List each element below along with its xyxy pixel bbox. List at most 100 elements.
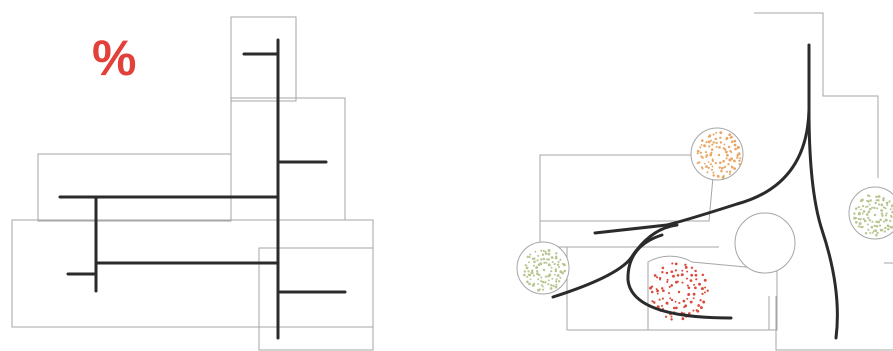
tree-dot: [698, 283, 701, 286]
tree-dot: [719, 131, 722, 134]
tree-dot: [662, 298, 664, 300]
tree-dot: [855, 217, 857, 219]
tree-dot: [557, 274, 560, 277]
tree-dot: [526, 280, 529, 283]
tree-dot: [557, 264, 559, 266]
tree-dot: [542, 289, 544, 291]
tree-dot: [540, 277, 542, 279]
building-outlines: [540, 13, 893, 350]
tree-dot: [863, 210, 866, 213]
tree-dot: [853, 212, 855, 214]
tree-dot: [526, 276, 528, 278]
tree-dot: [681, 270, 683, 272]
tree-dot: [675, 301, 677, 303]
tree-dot: [874, 202, 876, 204]
tree-dot: [884, 207, 886, 209]
tree-dot: [694, 270, 696, 272]
tree-dot: [563, 270, 566, 273]
tree-dot: [697, 150, 700, 153]
tree-dot: [662, 289, 665, 292]
curved-layout-diagram: [447, 0, 893, 351]
tree-dot: [675, 263, 678, 266]
tree-dot: [704, 287, 706, 289]
tree-dot: [688, 287, 691, 290]
tree-dot: [712, 158, 714, 160]
tree-dot: [871, 207, 873, 209]
tree-dot: [860, 209, 862, 211]
tree-dot: [708, 140, 711, 143]
tree-dot: [885, 219, 888, 222]
grid-layout-diagram: %: [0, 0, 446, 351]
tree-dot: [867, 229, 869, 231]
tree-dot: [670, 270, 673, 273]
tree-dot: [708, 145, 710, 147]
tree-dot: [678, 302, 680, 304]
tree-dot: [717, 175, 720, 178]
tree-center-dot: [678, 291, 680, 293]
tree-dot: [715, 162, 717, 164]
tree-dot: [883, 221, 885, 223]
tree-dot: [536, 259, 538, 261]
tree-dot: [694, 287, 697, 290]
tree-dot: [711, 169, 713, 171]
tree-dot: [690, 301, 693, 304]
tree-dot: [668, 292, 670, 294]
percent-symbol-icon: %: [92, 30, 136, 86]
tree-dot: [876, 232, 878, 234]
tree-dot: [547, 283, 549, 285]
tree-dot: [686, 271, 688, 273]
tree-dot: [552, 261, 554, 263]
tree-dot: [731, 140, 734, 143]
tree-dot: [657, 293, 659, 295]
tree-dot: [693, 284, 695, 286]
tree-dot: [705, 151, 707, 153]
tree-dot: [867, 194, 869, 196]
tree-dot: [530, 278, 532, 280]
tree-dot: [528, 274, 530, 276]
lot-circle-upper: [691, 128, 743, 180]
tree-dot: [666, 272, 668, 274]
tree-dot: [683, 306, 685, 308]
tree-dot: [693, 297, 695, 299]
tree-dot: [703, 144, 706, 147]
tree-dot: [563, 263, 566, 266]
tree-dot: [739, 157, 741, 159]
tree-dot: [550, 287, 553, 290]
tree-dot: [890, 215, 892, 217]
tree-dot: [685, 266, 688, 269]
tree-dot: [869, 204, 871, 206]
tree-dot: [701, 166, 703, 168]
tree-dot: [869, 232, 871, 234]
tree-dot: [651, 285, 653, 287]
tree-dot: [882, 199, 885, 202]
tree-dot: [712, 174, 714, 176]
tree-dot: [867, 200, 870, 203]
tree-dot: [728, 159, 731, 162]
tree-dot: [701, 293, 703, 295]
tree-dot: [855, 207, 858, 210]
tree-dot: [869, 208, 872, 211]
tree-dot: [736, 156, 739, 159]
right-curve-street: [809, 110, 837, 338]
tree-dot: [528, 261, 530, 263]
tree-dot: [697, 304, 700, 307]
tree-dot: [739, 163, 742, 166]
tree-dot: [733, 167, 736, 170]
tree-dot: [881, 213, 883, 215]
tree-dot: [656, 276, 658, 278]
tree-dot: [726, 154, 729, 157]
tree-dot: [867, 223, 869, 225]
tree-dot: [692, 310, 694, 312]
tree-dot: [725, 157, 727, 159]
tree-dot: [525, 264, 527, 266]
tree-dot: [876, 207, 878, 209]
tree-dot: [704, 163, 706, 165]
tree-dot: [684, 264, 686, 266]
tree-dot: [730, 151, 732, 153]
tree-dot: [876, 225, 879, 228]
tree-dot: [868, 211, 871, 214]
tree-dot: [715, 142, 717, 144]
tree-dot: [559, 259, 561, 261]
tree-dot: [728, 146, 730, 148]
tree-dot: [544, 281, 546, 283]
